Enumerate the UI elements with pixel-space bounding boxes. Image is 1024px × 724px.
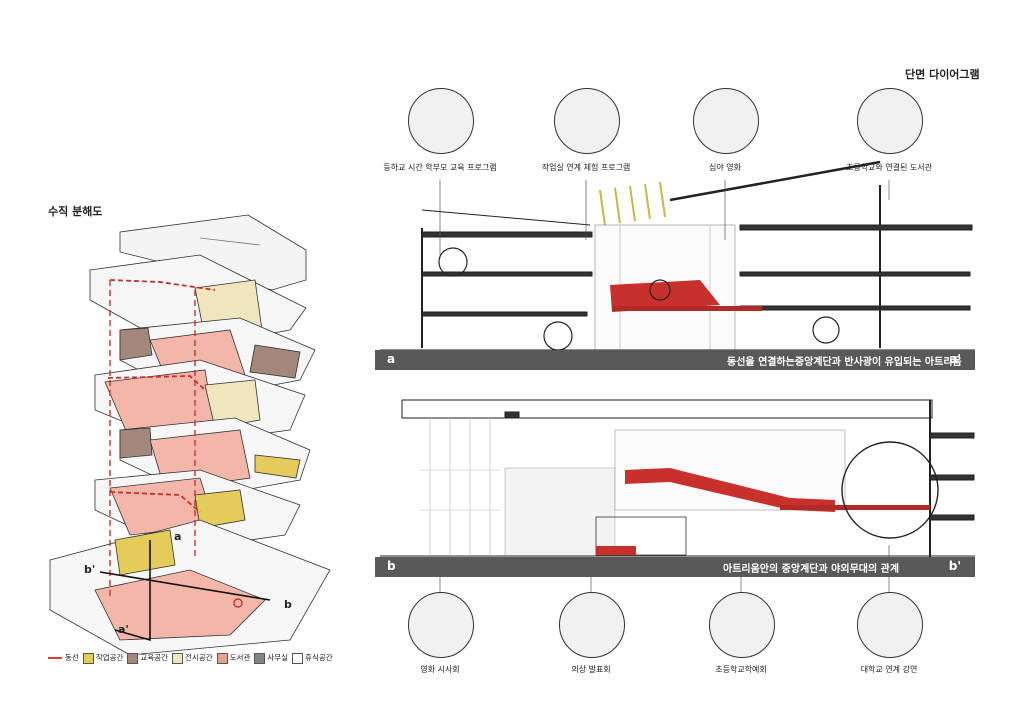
vignette-caption-b3: 초등학교학예회 bbox=[715, 665, 767, 674]
vignette-caption-a3: 심야 영화 bbox=[709, 163, 741, 172]
vignette-late-night-movie bbox=[693, 88, 759, 154]
legend-exhibition: 전시공간 bbox=[172, 652, 213, 664]
legend-library: 도서관 bbox=[216, 652, 250, 664]
vignette-fashion-show bbox=[559, 592, 625, 658]
legend-workspace: 작업공간 bbox=[82, 652, 123, 664]
vignette-library bbox=[857, 88, 923, 154]
section-a-left-mark: a bbox=[387, 352, 396, 366]
vignette-university-lecture bbox=[857, 592, 923, 658]
vignette-caption-b4: 대학교 연계 강연 bbox=[860, 665, 918, 674]
legend-circulation: 동선 bbox=[48, 652, 79, 663]
vignette-parent-program bbox=[408, 88, 474, 154]
vignette-caption-a1: 등하교 시간 학부모 교육 프로그램 bbox=[383, 163, 497, 172]
section-b-bar: b 아트리움안의 중앙계단과 야외무대의 관계 b' bbox=[375, 557, 975, 577]
axonometric-view bbox=[49, 214, 331, 656]
section-diagram-title: 단면 다이어그램 bbox=[905, 68, 980, 81]
section-b-right-mark: b' bbox=[948, 559, 961, 573]
legend-education: 교육공간 bbox=[127, 652, 168, 664]
legend: 동선 작업공간 교육공간 전시공간 도서관 사무실 휴식공간 bbox=[48, 652, 333, 664]
vignette-caption-a2: 작업실 연계 체험 프로그램 bbox=[541, 163, 631, 172]
section-a-right-mark: a' bbox=[949, 352, 961, 366]
section-a-caption: 동선을 연결하는중앙계단과 반사광이 유입되는 아트리움 bbox=[727, 357, 962, 368]
axon-mark-a: a bbox=[174, 530, 182, 543]
section-b-left-mark: b bbox=[387, 559, 396, 573]
legend-rest: 휴식공간 bbox=[292, 652, 333, 664]
legend-office: 사무실 bbox=[254, 652, 288, 664]
vignette-caption-b1: 영화 시사회 bbox=[420, 665, 460, 674]
vignette-school-recital bbox=[709, 592, 775, 658]
axon-mark-b-prime: b' bbox=[84, 563, 96, 576]
axon-mark-b: b bbox=[284, 598, 292, 611]
section-b-drawing bbox=[380, 399, 975, 600]
section-a-drawing bbox=[380, 160, 975, 351]
vignette-caption-a4: 초등학교와 연결된 도서관 bbox=[845, 163, 933, 172]
vignette-workshop-program bbox=[554, 88, 620, 154]
vertical-exploded-title: 수직 분해도 bbox=[48, 205, 103, 218]
section-b-caption: 아트리움안의 중앙계단과 야외무대의 관계 bbox=[723, 564, 900, 575]
vignette-caption-b2: 의상 발표회 bbox=[571, 665, 611, 674]
section-a-bar: a 동선을 연결하는중앙계단과 반사광이 유입되는 아트리움 a' bbox=[375, 350, 975, 370]
axon-mark-a-prime: a' bbox=[118, 623, 129, 636]
vignette-film-premiere bbox=[408, 592, 474, 658]
